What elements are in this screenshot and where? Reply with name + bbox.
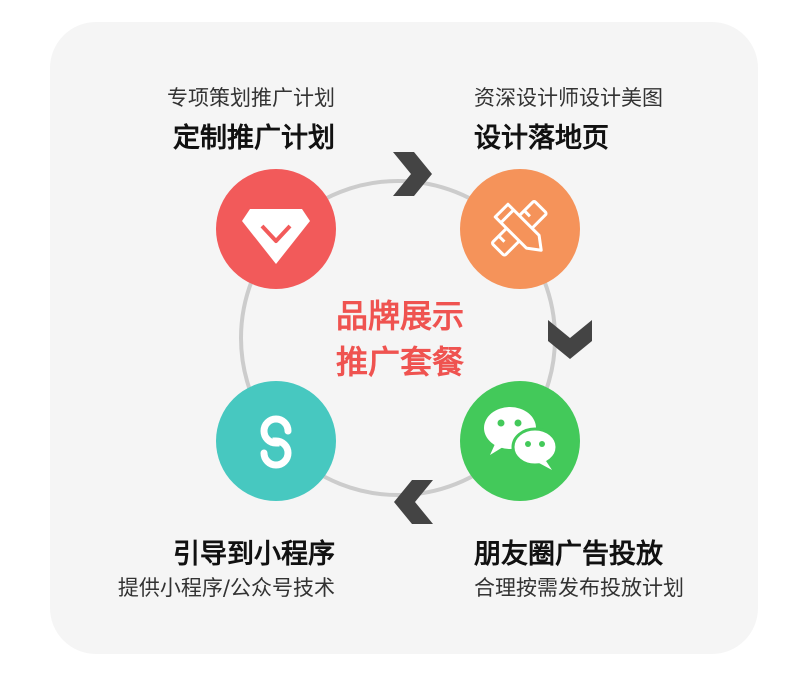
pencil-ruler-icon: [460, 169, 580, 289]
diagram-card: [50, 22, 758, 654]
arrow-left-icon: [394, 480, 433, 524]
step4-subtitle: 提供小程序/公众号技术: [117, 576, 335, 600]
step2-title: 设计落地页: [474, 123, 609, 154]
step1-subtitle: 专项策划推广计划: [167, 86, 335, 110]
wechat-icon: [460, 381, 580, 501]
diamond-chevron-icon: [216, 169, 336, 289]
step3-title: 朋友圈广告投放: [474, 539, 663, 570]
step3-subtitle: 合理按需发布投放计划: [474, 576, 684, 600]
arrow-down-icon: [548, 320, 592, 359]
center-line-1: 品牌展示: [335, 297, 464, 335]
mini-program-icon: [216, 381, 336, 501]
step4-title: 引导到小程序: [173, 539, 335, 570]
step2-subtitle: 资深设计师设计美图: [474, 86, 663, 110]
step1-title: 定制推广计划: [173, 123, 335, 154]
center-title: 品牌展示 推广套餐: [310, 293, 490, 385]
center-line-2: 推广套餐: [335, 343, 464, 381]
arrow-right-icon: [393, 152, 432, 196]
